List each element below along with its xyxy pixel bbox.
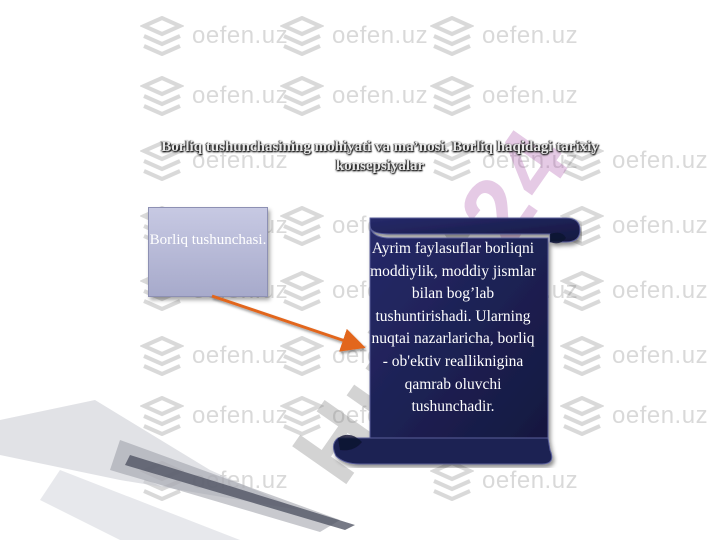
stack-layers-icon <box>140 16 184 56</box>
watermark-tile: oefen.uz <box>280 10 440 66</box>
watermark-tile: oefen.uz <box>560 330 720 386</box>
watermark-site-text: oefen.uz <box>192 22 289 49</box>
watermark-site-text: oefen.uz <box>192 82 289 109</box>
stack-layers-icon <box>430 16 474 56</box>
stack-layers-icon <box>430 461 474 501</box>
watermark-tile: oefen.uz <box>140 10 300 66</box>
stack-layers-icon <box>280 16 324 56</box>
watermark-tile: oefen.uz <box>430 10 590 66</box>
watermark-site-text: oefen.uz <box>192 147 289 174</box>
stack-layers-icon <box>140 396 184 436</box>
stack-layers-icon <box>430 76 474 116</box>
concept-box: Borliq tushunchasi. <box>148 207 268 297</box>
watermark-tile: oefen.uz <box>560 135 720 191</box>
concept-label: Borliq tushunchasi. <box>149 232 267 248</box>
stack-layers-icon <box>280 271 324 311</box>
watermark-tile: oefen.uz <box>560 265 720 321</box>
stack-layers-icon <box>280 76 324 116</box>
watermark-tile: oefen.uz <box>140 330 300 386</box>
stack-layers-icon <box>560 336 604 376</box>
watermark-site-text: oefen.uz <box>482 467 579 494</box>
watermark-site-text: oefen.uz <box>612 212 709 239</box>
description-text: Ayrim faylasuflar borliqni moddiylik, mo… <box>370 240 536 416</box>
watermark-site-text: oefen.uz <box>332 22 429 49</box>
stack-layers-icon <box>560 141 604 181</box>
watermark-tile: oefen.uz <box>560 390 720 446</box>
watermark-tile: oefen.uz <box>430 70 590 126</box>
watermark-tile: oefen.uz <box>430 455 590 511</box>
watermark-site-text: oefen.uz <box>482 147 579 174</box>
stack-layers-icon <box>280 396 324 436</box>
watermark-tile: oefen.uz <box>140 70 300 126</box>
watermark-site-text: oefen.uz <box>332 82 429 109</box>
stack-layers-icon <box>430 141 474 181</box>
watermark-tile: oefen.uz <box>140 390 300 446</box>
watermark-site-text: oefen.uz <box>482 82 579 109</box>
watermark-site-text: oefen.uz <box>482 22 579 49</box>
watermark-site-text: oefen.uz <box>612 342 709 369</box>
watermark-tile: oefen.uz <box>430 135 590 191</box>
watermark-site-text: oefen.uz <box>612 402 709 429</box>
stack-layers-icon <box>140 76 184 116</box>
stack-layers-icon <box>560 271 604 311</box>
watermark-site-text: oefen.uz <box>612 147 709 174</box>
stack-layers-icon <box>140 141 184 181</box>
stack-layers-icon <box>280 206 324 246</box>
stack-layers-icon <box>560 396 604 436</box>
watermark-tile: oefen.uz <box>140 135 300 191</box>
watermark-site-text: oefen.uz <box>192 402 289 429</box>
watermark-site-text: oefen.uz <box>192 342 289 369</box>
watermark-site-text: oefen.uz <box>612 277 709 304</box>
slide-title: Borliq tushunchasining mohiyati va ma’no… <box>161 139 599 174</box>
description-scroll <box>332 217 581 465</box>
stack-layers-icon <box>280 336 324 376</box>
watermark-tile: oefen.uz <box>280 70 440 126</box>
stack-layers-icon <box>140 336 184 376</box>
